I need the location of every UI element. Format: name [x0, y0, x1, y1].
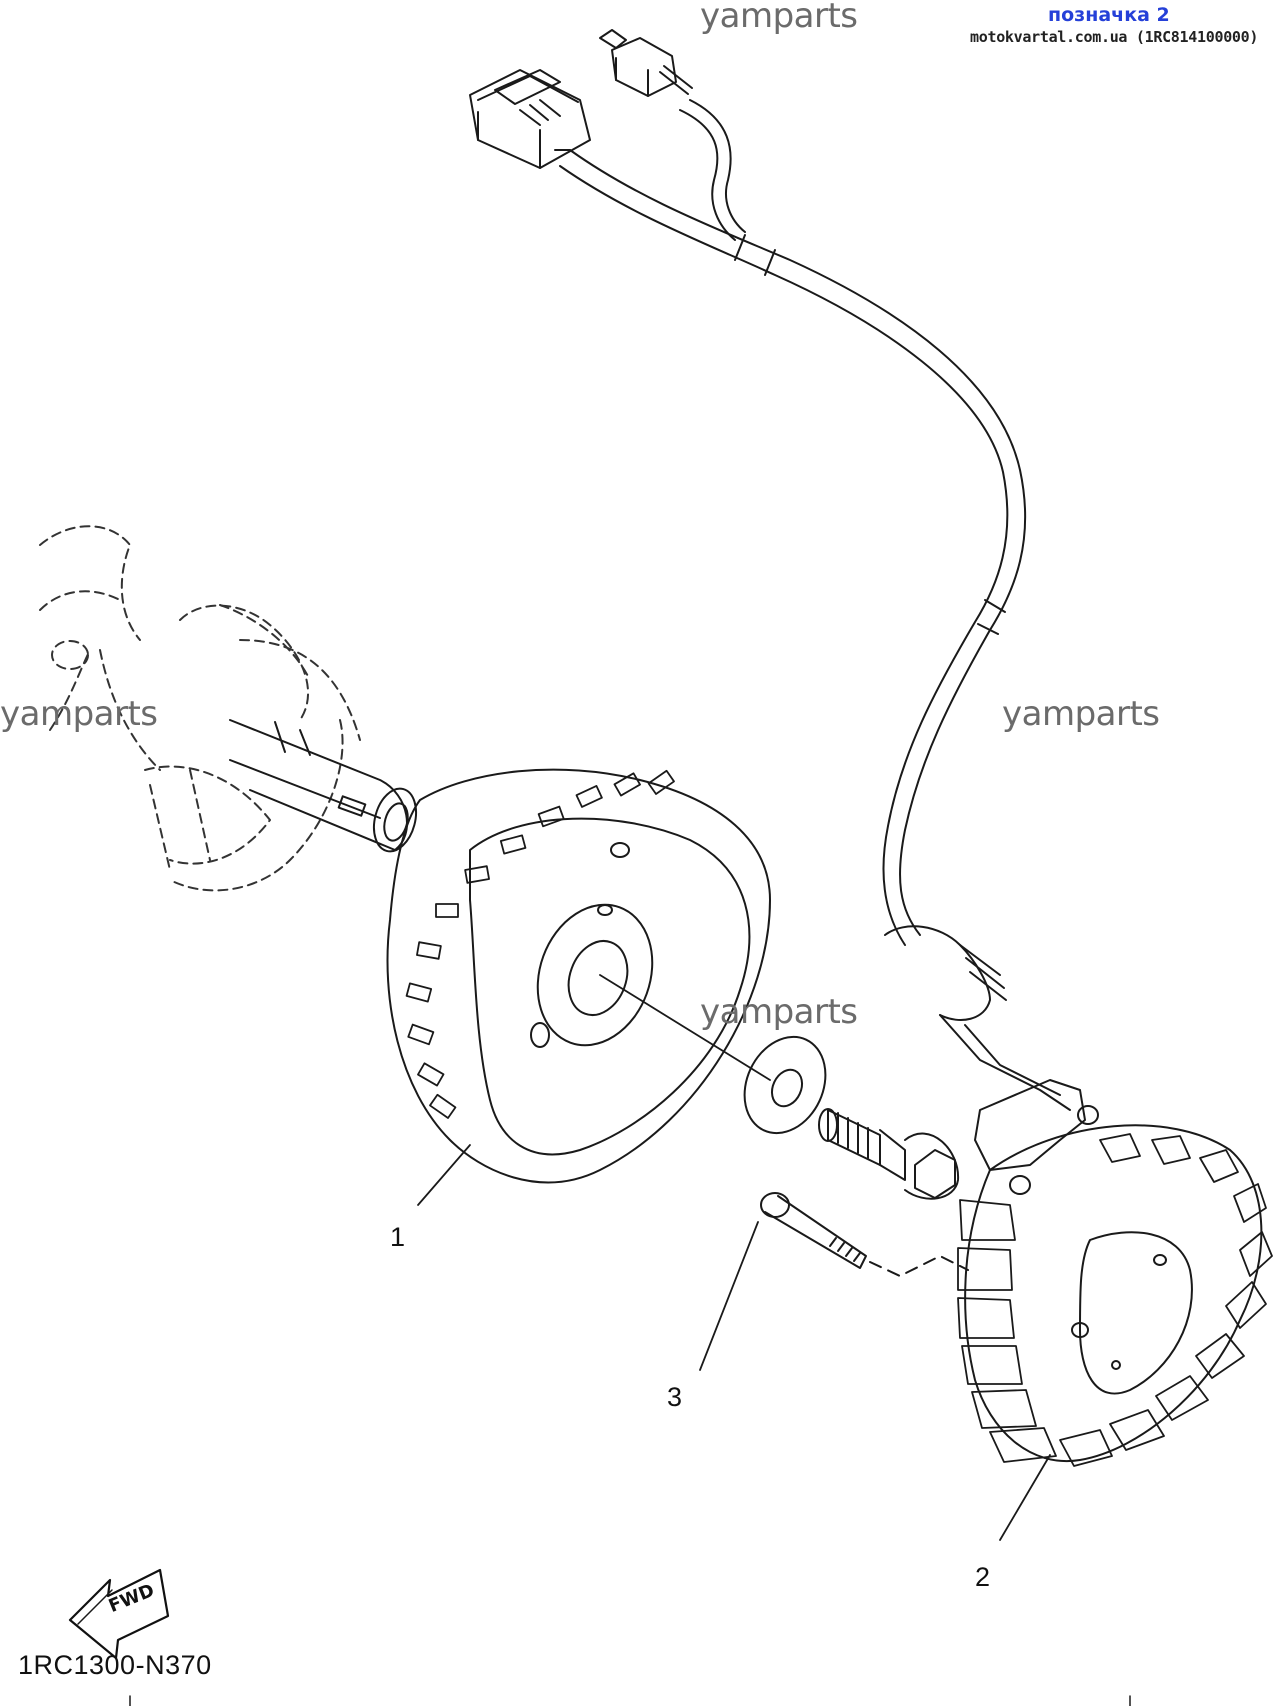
rotor-part-1 [388, 770, 771, 1183]
bottom-ticks [130, 1696, 1130, 1706]
watermark-top: yamparts [700, 0, 858, 36]
crank-journal [230, 720, 423, 856]
wire-harness [560, 100, 1025, 945]
leader-lines [418, 975, 1050, 1540]
washer [729, 1024, 840, 1147]
screw-part-3 [761, 1193, 968, 1276]
watermark-left: yamparts [0, 694, 158, 734]
callout-2: 2 [975, 1562, 991, 1592]
watermark-center: yamparts [700, 992, 858, 1032]
connector-small [600, 30, 692, 96]
flange-bolt [819, 1109, 958, 1199]
diagram-code: 1RC1300-N370 [18, 1650, 212, 1680]
callout-3: 3 [667, 1382, 683, 1412]
connector-large [470, 70, 590, 168]
tag-site: motokvartal.com.ua (1RC814100000) [970, 28, 1259, 46]
fwd-arrow-icon [70, 1570, 168, 1658]
stator-part-2 [885, 926, 1272, 1466]
tag-label: позначка 2 [1048, 4, 1170, 26]
callout-1: 1 [390, 1222, 406, 1252]
watermark-right: yamparts [1002, 694, 1160, 734]
crankshaft [40, 526, 360, 890]
